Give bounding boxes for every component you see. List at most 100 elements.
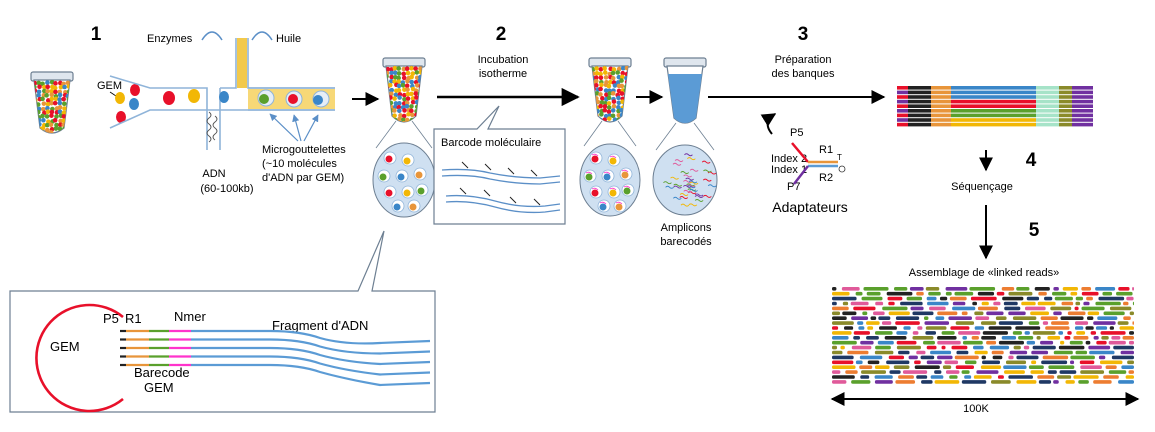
amplicon-fragment xyxy=(679,196,689,199)
tube-bead xyxy=(45,98,51,103)
linked-read xyxy=(937,340,961,345)
tube-bead xyxy=(409,66,414,71)
emulsion-tube xyxy=(382,57,426,123)
linked-read xyxy=(941,331,955,335)
linked-read xyxy=(861,296,883,301)
tube-bead xyxy=(66,123,70,129)
tube-bead xyxy=(409,91,414,97)
tube-bead xyxy=(62,106,67,111)
gem-detail-callout xyxy=(9,230,436,413)
linked-read xyxy=(942,365,952,369)
tube-bead xyxy=(34,98,38,103)
tube-bead xyxy=(607,91,613,96)
tube-bead xyxy=(610,113,616,119)
linked-read xyxy=(1129,311,1134,316)
tube-bead xyxy=(61,122,66,128)
tube-bead xyxy=(600,96,605,101)
linked-read xyxy=(853,331,870,335)
linked-read xyxy=(926,360,942,365)
droplets xyxy=(257,89,330,108)
amplicon-fragment xyxy=(689,168,699,172)
adapter-index2-label: Index 2 xyxy=(771,153,807,165)
tube-bead xyxy=(45,80,50,85)
tube-bead xyxy=(598,66,604,72)
linked-read xyxy=(926,345,937,350)
tube-bead xyxy=(606,101,612,106)
linked-read xyxy=(1003,365,1027,369)
linked-read xyxy=(1087,316,1094,320)
tube-bead xyxy=(66,126,70,132)
gem-label: GEM xyxy=(97,80,122,92)
tube-bead xyxy=(67,110,70,115)
tube-bead xyxy=(58,131,63,133)
tube-bead xyxy=(61,96,66,102)
strand-dna-fragment xyxy=(191,363,431,387)
linked-read xyxy=(1129,331,1134,335)
adapter-p5-label: P5 xyxy=(790,127,803,139)
linked-read xyxy=(1038,291,1047,296)
adapter-r2-label: R2 xyxy=(819,172,833,184)
amplicon-fragments xyxy=(663,153,717,207)
droplet-bead xyxy=(393,203,401,211)
linked-read xyxy=(1028,365,1044,369)
tube-bead xyxy=(592,109,596,115)
banques-label: des banques xyxy=(772,68,835,80)
tube-bead xyxy=(66,84,70,89)
linked-read xyxy=(962,340,983,345)
linked-read xyxy=(866,321,880,325)
tube-bead xyxy=(598,75,604,81)
linked-read xyxy=(844,326,854,330)
droplet-bead xyxy=(623,187,631,195)
library-read-segment xyxy=(1059,99,1072,104)
tube-bead xyxy=(389,74,394,80)
tube-bead xyxy=(58,122,63,128)
linked-read xyxy=(895,380,916,384)
tube-bead xyxy=(599,82,604,88)
linked-read xyxy=(1023,345,1030,350)
tube-bead xyxy=(396,88,402,93)
amplicon-fragment xyxy=(688,203,698,207)
linked-read xyxy=(832,306,849,311)
library-read-segment xyxy=(1072,118,1093,122)
library-read-segment xyxy=(951,90,1036,95)
tube-bead xyxy=(42,88,47,94)
tube-bead xyxy=(62,84,67,90)
linked-read xyxy=(896,345,921,350)
tube-bead xyxy=(67,101,70,107)
tube-bead xyxy=(611,99,617,104)
tube-bead xyxy=(595,116,600,122)
tube-bead xyxy=(624,122,629,127)
linked-read xyxy=(896,340,917,345)
linked-read xyxy=(1111,355,1134,360)
step-number-1: 1 xyxy=(91,24,102,45)
tube-bead xyxy=(41,117,46,123)
adapter-t-label: T xyxy=(837,153,842,162)
linked-read xyxy=(1059,370,1077,374)
tube-bead xyxy=(36,80,41,86)
gem-bead-blue xyxy=(129,98,139,110)
microgouttelettes-arrow-3 xyxy=(303,114,319,142)
tube-bead xyxy=(404,83,410,89)
linked-read xyxy=(1099,360,1123,365)
adn-size-label: (60-100kb) xyxy=(200,183,253,195)
library-read-segment xyxy=(897,99,908,104)
linked-read xyxy=(981,355,986,360)
tube-bead xyxy=(606,109,612,115)
tube-bead xyxy=(413,91,419,96)
linked-read xyxy=(1060,340,1065,345)
linked-read xyxy=(910,306,924,311)
tube-bead xyxy=(53,89,58,95)
tube-bead xyxy=(606,121,612,122)
linked-read xyxy=(851,380,871,384)
channel-bead-yellow xyxy=(188,89,200,103)
tube-bead xyxy=(620,74,625,80)
linked-read xyxy=(920,355,935,360)
tube-bead xyxy=(386,95,389,100)
tube-bead xyxy=(598,103,603,109)
linked-read xyxy=(969,287,996,291)
amplicon-fragment xyxy=(688,180,698,184)
tube-bead xyxy=(598,86,603,92)
adapter-molecule xyxy=(791,142,846,185)
tube-bead xyxy=(401,120,407,122)
linked-read xyxy=(1132,301,1134,306)
